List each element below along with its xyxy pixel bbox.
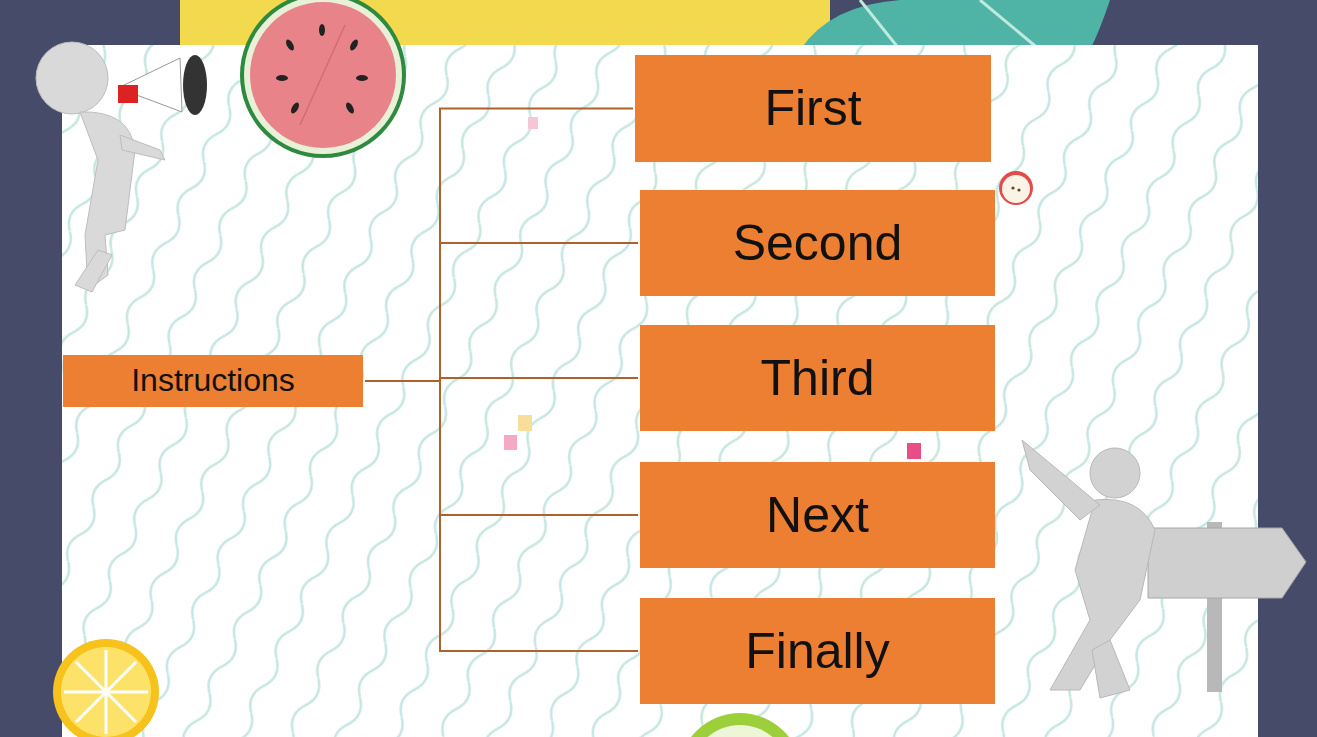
box-label: Finally	[745, 624, 889, 679]
box-label: First	[764, 81, 861, 136]
bracket-connector	[365, 109, 633, 382]
step-box: Next	[640, 462, 995, 568]
root-box: Instructions	[63, 355, 363, 407]
step-box: Finally	[640, 598, 995, 704]
step-box: Second	[640, 190, 995, 296]
box-label: Next	[766, 488, 869, 543]
bracket-connector	[365, 381, 638, 515]
step-box: Third	[640, 325, 995, 431]
box-label: Second	[733, 216, 903, 271]
bracket-connector	[365, 243, 638, 381]
box-label: Instructions	[131, 363, 295, 398]
bracket-connector	[365, 381, 638, 651]
box-label: Third	[761, 351, 875, 406]
step-box: First	[635, 55, 991, 162]
